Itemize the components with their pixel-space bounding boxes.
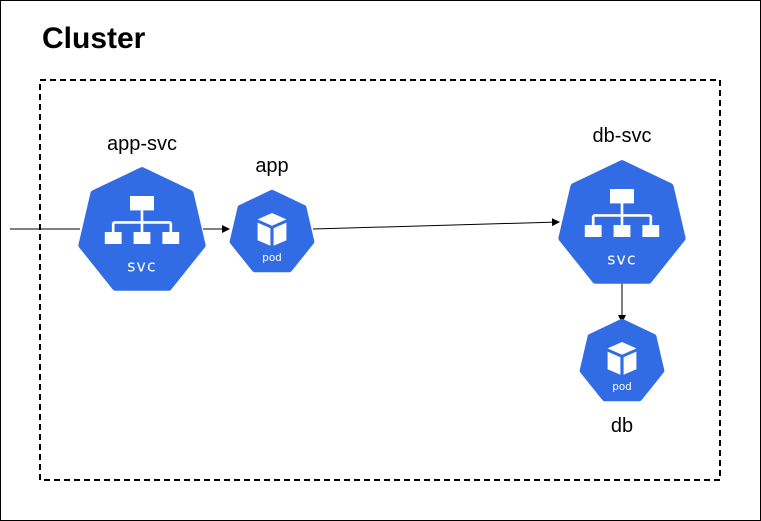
edge-app-to-db-svc <box>312 218 560 230</box>
node-label-db-svc: db-svc <box>593 125 652 147</box>
node-db-svc[interactable]: db-svc svc <box>558 125 686 284</box>
pod-badge-text: pod <box>262 252 282 264</box>
svc-badge-text: svc <box>127 258 157 276</box>
node-app-svc[interactable]: app-svc svc <box>78 133 206 291</box>
service-icon: svc <box>78 167 206 291</box>
cluster-boundary <box>39 79 721 481</box>
node-label-app-svc: app-svc <box>107 133 177 155</box>
pod-icon: pod <box>579 318 665 402</box>
node-app[interactable]: app pod <box>229 155 315 273</box>
node-db[interactable]: pod db <box>579 318 665 437</box>
pod-icon: pod <box>229 189 315 273</box>
node-label-db: db <box>611 415 633 437</box>
pod-badge-text: pod <box>612 381 632 393</box>
svc-badge-text: svc <box>607 251 637 269</box>
service-icon: svc <box>558 160 686 284</box>
node-label-app: app <box>255 155 288 177</box>
diagram-title: Cluster <box>42 22 146 55</box>
